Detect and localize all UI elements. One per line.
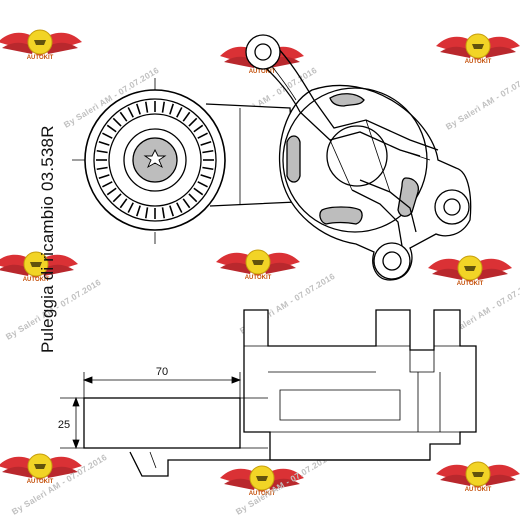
pulley-rib (200, 141, 212, 146)
dimension-height-label: 25 (58, 419, 70, 431)
brand-logo-icon (427, 255, 513, 288)
pulley-rib (176, 202, 183, 213)
pulley-rib (127, 202, 134, 213)
pulley-rib (188, 117, 198, 127)
side-view (83, 309, 477, 477)
pulley-rib (169, 205, 174, 217)
pulley-rib (193, 124, 204, 133)
dimension-lines (60, 372, 242, 450)
pulley-rib (136, 103, 141, 115)
pulley-rib (202, 166, 214, 171)
pulley-rib (176, 107, 183, 118)
brand-logo-icon (215, 249, 301, 282)
pulley-rib (96, 149, 108, 154)
pulley-rib (200, 174, 212, 179)
pulley-rib (202, 149, 214, 154)
pulley-rib (102, 181, 113, 188)
pulley-rib (96, 166, 108, 171)
mount-eyelets (245, 34, 470, 280)
pulley-rib (106, 187, 117, 196)
pulley-rib (112, 193, 122, 203)
pulley-rib (127, 107, 134, 118)
dimension-width-label: 70 (156, 366, 168, 378)
pulley-rib (182, 111, 191, 122)
pulley-rib (193, 187, 204, 196)
pulley-rib (119, 198, 128, 209)
pulley-rib (136, 205, 141, 217)
pulley-rib (197, 181, 208, 188)
pulley-rib (119, 111, 128, 122)
pulley-rib (161, 207, 166, 219)
pulley-rib (197, 132, 208, 139)
pulley-rib (144, 207, 149, 219)
pulley-rib (144, 101, 149, 113)
top-view (72, 34, 472, 281)
pulley-rib (102, 132, 113, 139)
pulley-rib (188, 193, 198, 203)
pulley-rib (98, 141, 110, 146)
pulley-rib (182, 198, 191, 209)
brand-logo-icon (435, 33, 520, 66)
brand-logo-icon (435, 461, 520, 494)
pulley-rib (106, 124, 117, 133)
pulley-rib (98, 174, 110, 179)
part-caption: Puleggia di ricambio 03.538R (38, 125, 57, 353)
pulley-rib (161, 101, 166, 113)
pulley-rib (169, 103, 174, 115)
watermark-text: By Salerì AM - 07.07.2016 (444, 67, 520, 132)
pulley (84, 89, 226, 231)
pulley-rib (112, 117, 122, 127)
brand-logo-icon (0, 29, 83, 62)
tensioner-housing (253, 43, 472, 281)
